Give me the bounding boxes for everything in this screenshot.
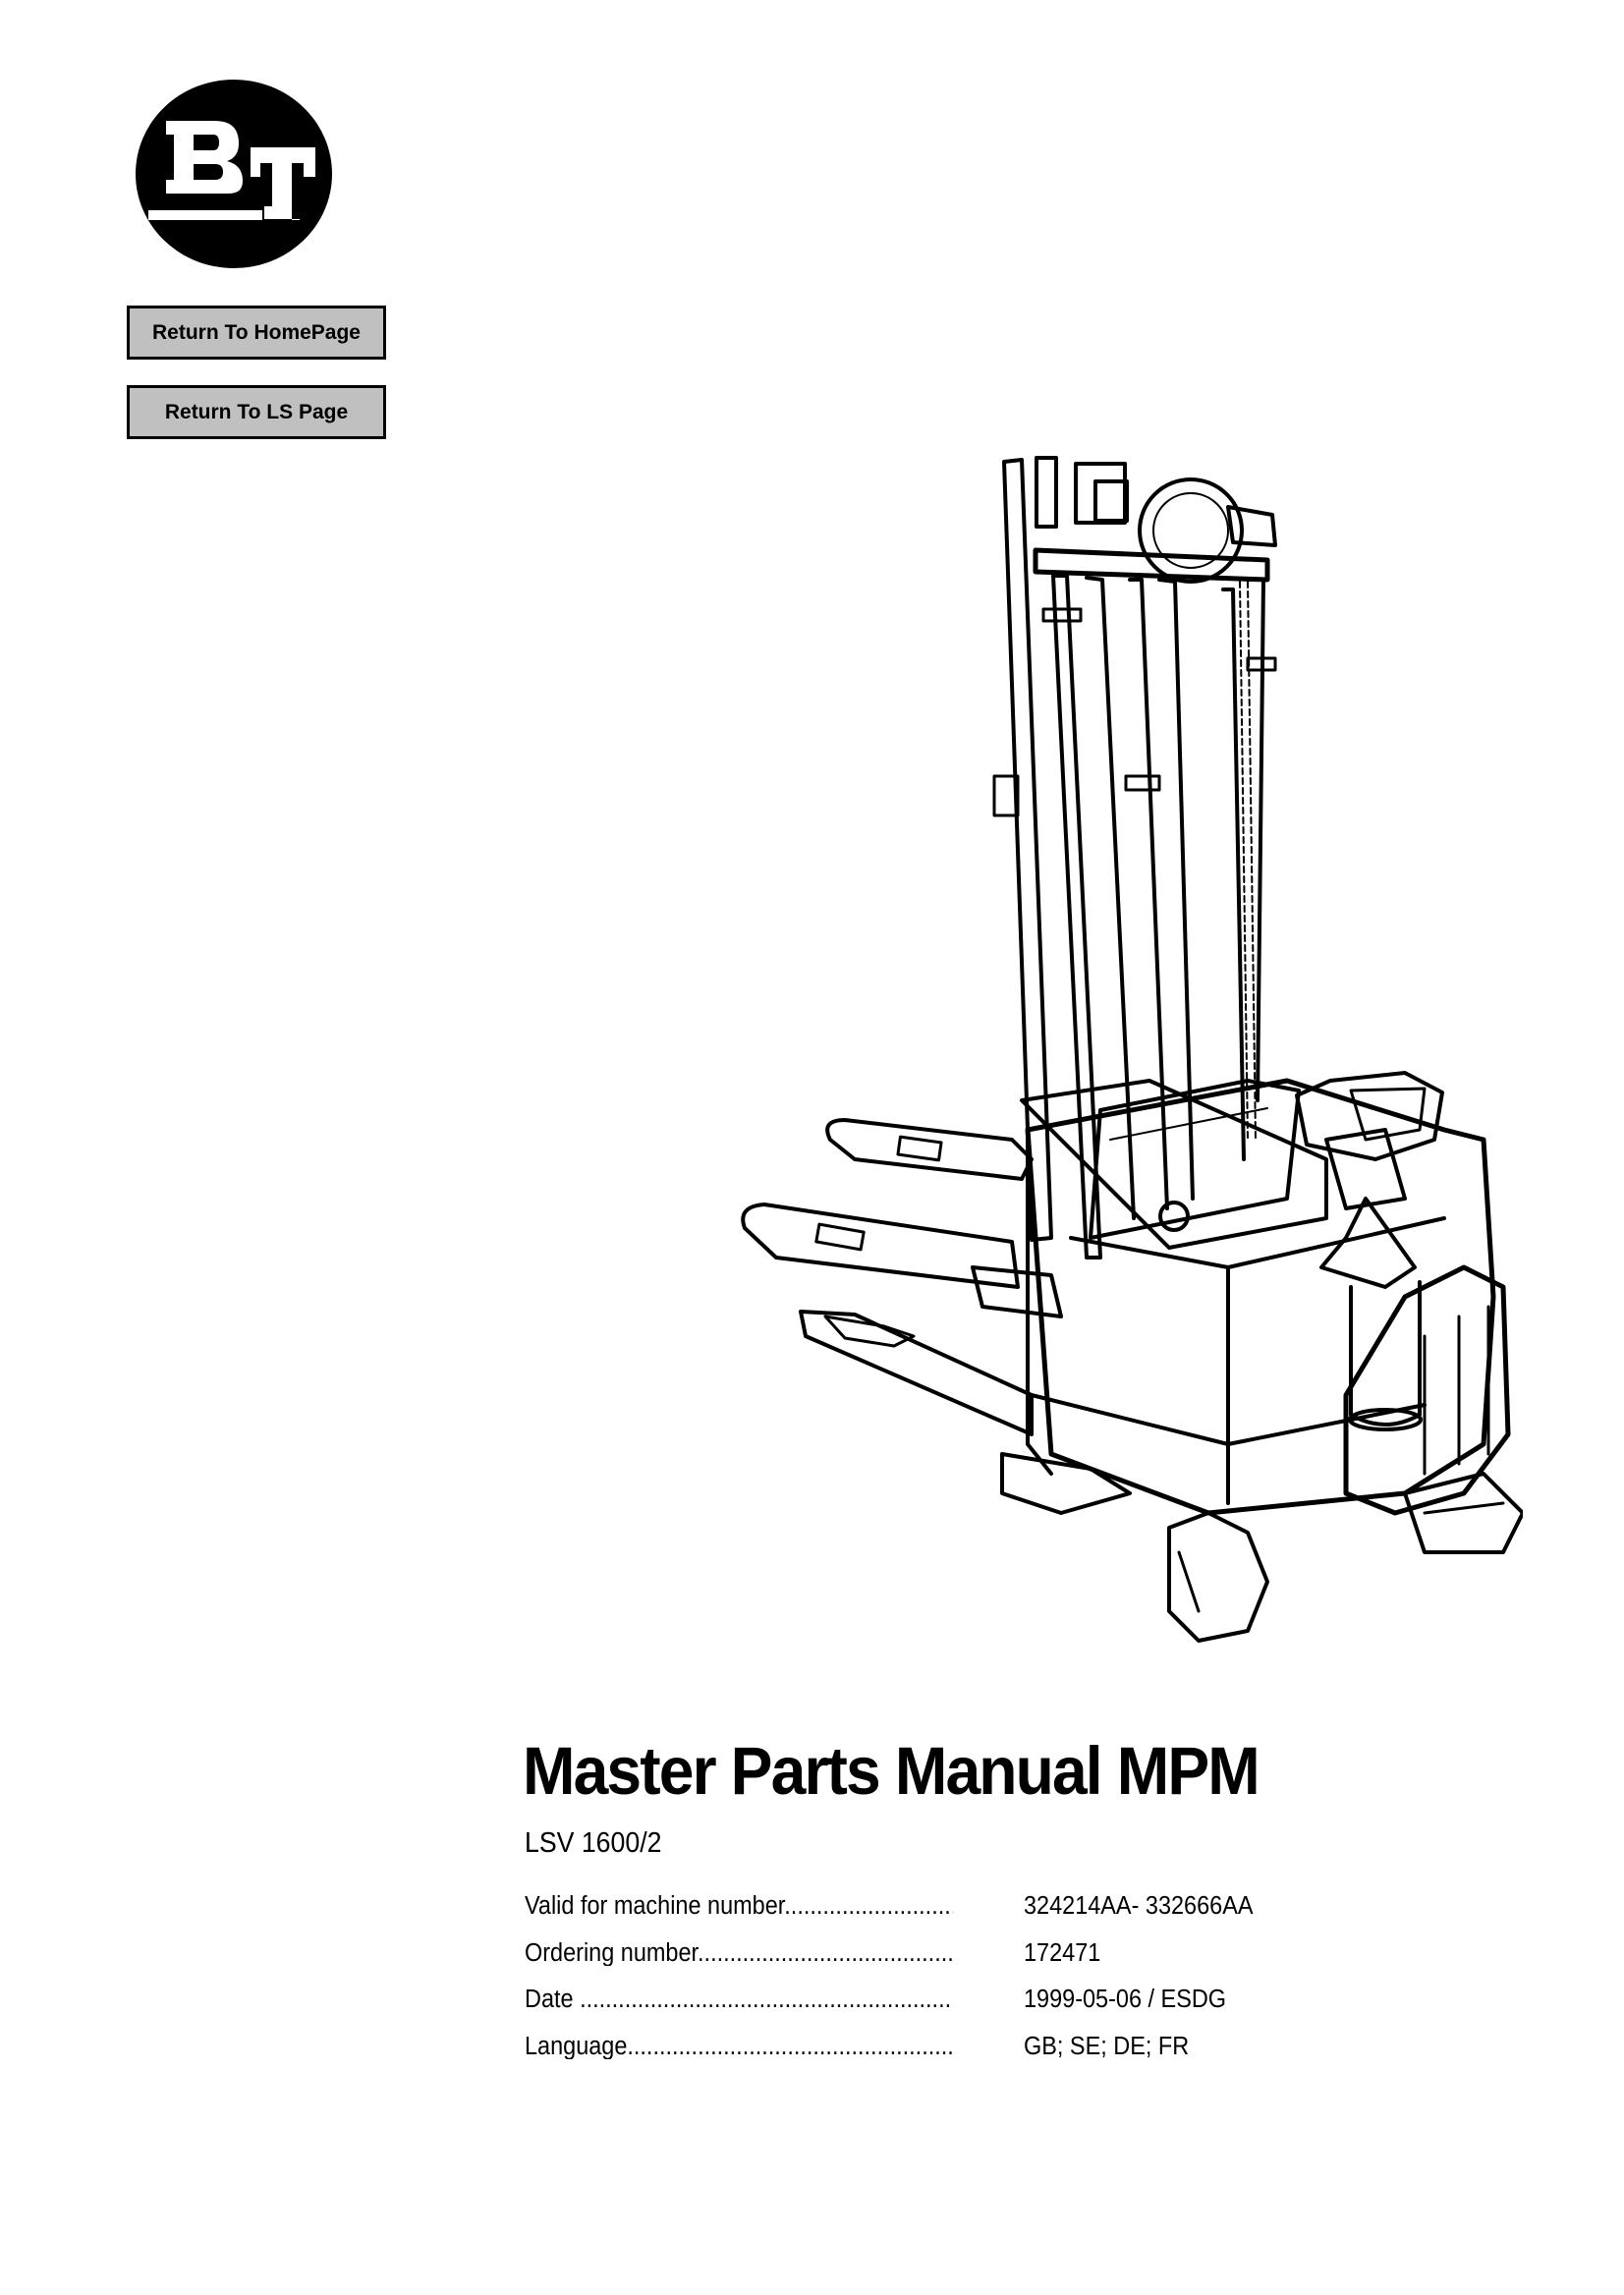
info-label: Valid for machine number................…: [525, 1894, 954, 1920]
document-title: Master Parts Manual MPM: [523, 1733, 1260, 1809]
info-value: 324214AA- 332666AA: [1024, 1892, 1254, 1920]
return-to-homepage-label: Return To HomePage: [152, 320, 361, 344]
return-to-ls-page-label: Return To LS Page: [164, 400, 349, 423]
info-label: Date ...................................…: [525, 1987, 954, 2013]
bt-logo-icon: [136, 80, 332, 268]
return-to-ls-page-button[interactable]: Return To LS Page: [127, 385, 386, 439]
info-value: 1999-05-06 / ESDG: [1024, 1986, 1227, 2013]
info-value: 172471: [1024, 1938, 1101, 1967]
info-label: Ordering number.........................…: [525, 1940, 953, 1966]
bt-logo: [135, 79, 333, 269]
info-label: Language................................…: [525, 2034, 954, 2059]
info-value: GB; SE; DE; FR: [1024, 2032, 1190, 2060]
stacker-truck-illustration: [737, 452, 1525, 1670]
model-subtitle: LSV 1600/2: [525, 1827, 662, 1859]
return-to-homepage-button[interactable]: Return To HomePage: [127, 306, 386, 360]
